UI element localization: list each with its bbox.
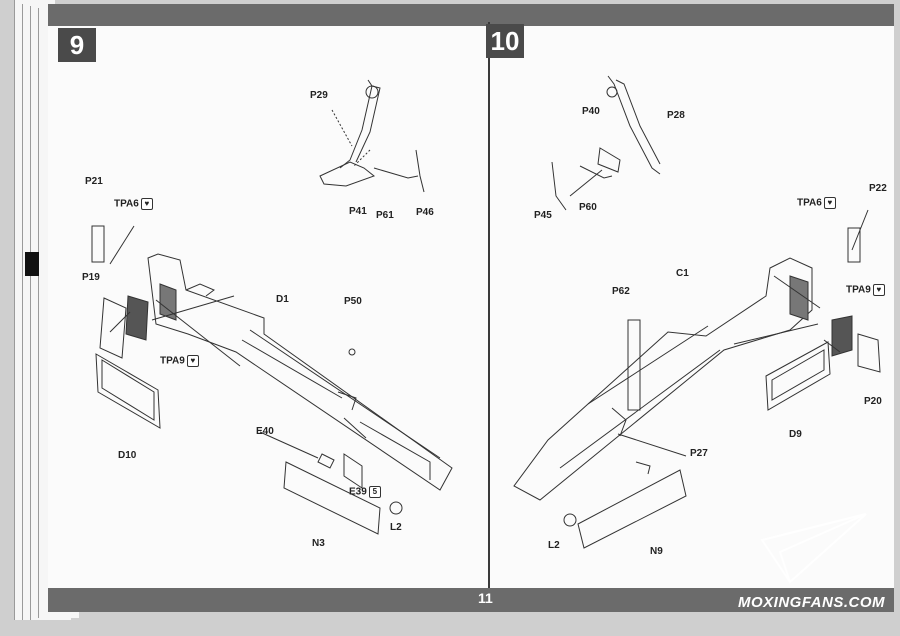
page-tab-marker (25, 252, 39, 276)
label-p27: P27 (690, 448, 708, 459)
decal-icon: ♥ (186, 355, 199, 367)
fuselage-c1 (513, 257, 813, 501)
label-p45: P45 (534, 210, 552, 221)
decal-icon: ♥ (823, 197, 836, 209)
label-d10: D10 (118, 450, 137, 461)
gear-strut-left (339, 79, 373, 169)
instruction-page (48, 10, 894, 610)
label-e39-text: E39 (349, 486, 367, 498)
step-number-10: 10 (486, 24, 524, 58)
label-c1: C1 (676, 268, 689, 279)
panel-p19 (99, 297, 127, 359)
label-e40: E40 (256, 426, 274, 437)
step-number-9: 9 (58, 28, 96, 62)
label-tpa9-left: TPA9♥ (160, 355, 199, 367)
label-p62: P62 (612, 286, 630, 297)
label-tpa9-right: TPA9♥ (846, 284, 885, 296)
panel-n3 (283, 461, 381, 535)
label-p19: P19 (82, 272, 100, 283)
label-p20: P20 (864, 396, 882, 407)
label-p46: P46 (416, 207, 434, 218)
top-bar (48, 4, 894, 26)
label-tpa6-left-text: TPA6 (114, 198, 139, 210)
label-tpa6-left: TPA6♥ (114, 198, 153, 210)
label-tpa6-right-text: TPA6 (797, 197, 822, 209)
label-p29: P29 (310, 90, 328, 101)
label-p28: P28 (667, 110, 685, 121)
decal-icon: ♥ (140, 198, 153, 210)
label-p60: P60 (579, 202, 597, 213)
panel-d10 (95, 353, 161, 429)
label-n3: N3 (312, 538, 325, 549)
label-d1: D1 (276, 294, 289, 305)
watermark-text: MOXINGFANS.COM (738, 594, 886, 611)
step-divider (488, 22, 490, 588)
label-d9: D9 (789, 429, 802, 440)
label-l2-right: L2 (548, 540, 560, 551)
label-p21: P21 (85, 176, 103, 187)
label-p50: P50 (344, 296, 362, 307)
panel-d9 (765, 341, 831, 411)
label-p22: P22 (869, 183, 887, 194)
panel-n9 (577, 469, 687, 549)
decal-icon: ♥ (872, 284, 885, 296)
label-p41: P41 (349, 206, 367, 217)
fuselage-d1 (147, 253, 453, 491)
label-tpa9-right-text: TPA9 (846, 284, 871, 296)
page-number: 11 (478, 590, 493, 606)
bottom-bar (48, 588, 894, 612)
paint-icon: 5 (368, 486, 381, 498)
label-tpa6-right: TPA6♥ (797, 197, 836, 209)
label-p40: P40 (582, 106, 600, 117)
label-p61: P61 (376, 210, 394, 221)
label-l2-left: L2 (390, 522, 402, 533)
label-n9: N9 (650, 546, 663, 557)
label-tpa9-left-text: TPA9 (160, 355, 185, 367)
